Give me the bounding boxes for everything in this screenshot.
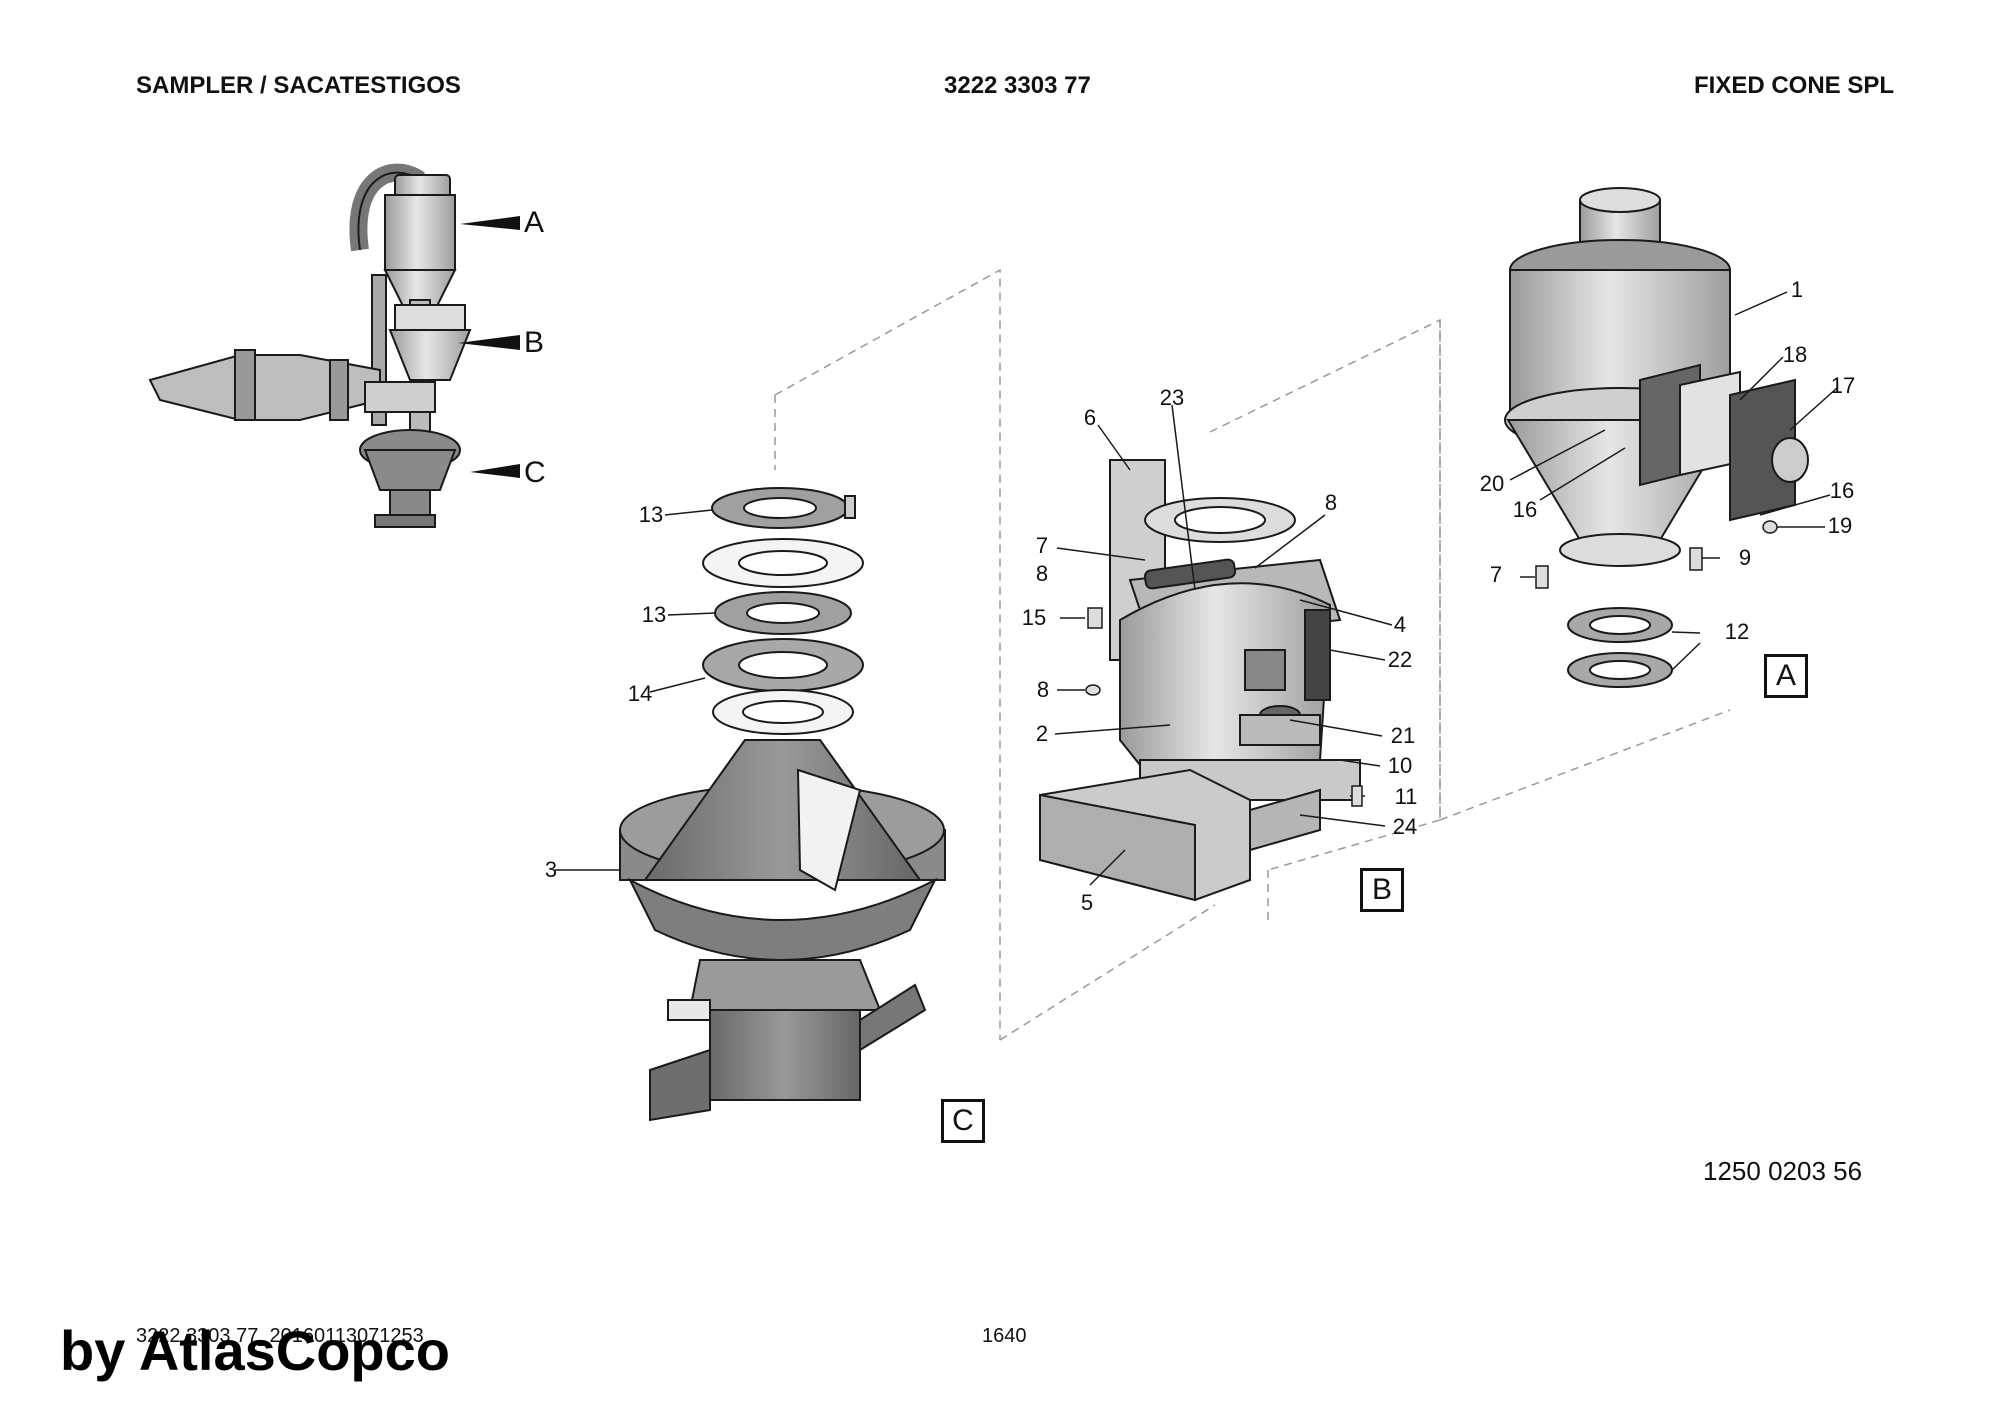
callout-b-4: 4: [1393, 612, 1407, 637]
callout-b-5: 5: [1080, 890, 1094, 915]
header-part-number: 3222 3303 77: [944, 72, 1091, 99]
view-b-dashed-frame: [1209, 318, 1441, 920]
callout-b-10: 10: [1387, 753, 1413, 778]
callout-a-1: 1: [1790, 277, 1804, 302]
callout-b-21: 21: [1390, 723, 1416, 748]
drawing-number: 1250 0203 56: [1703, 1156, 1863, 1186]
header-title-right: FIXED CONE SPL: [1694, 72, 1895, 99]
callout-a-19: 19: [1827, 513, 1853, 538]
callout-b-6: 6: [1083, 405, 1097, 430]
view-c-cone: [619, 739, 946, 1122]
callout-b-8-bottom: 8: [1036, 677, 1050, 702]
callout-b-2: 2: [1035, 721, 1049, 746]
callout-b-11: 11: [1394, 784, 1418, 809]
view-a-cyclone: [1504, 187, 1809, 688]
callout-c-14: 14: [627, 681, 653, 706]
header-title-left: SAMPLER / SACATESTIGOS: [136, 72, 461, 99]
view-label-b: B: [1360, 868, 1404, 912]
callout-c-13-mid: 13: [641, 602, 667, 627]
overview-pointer-b: [458, 335, 520, 350]
callout-b-7: 7: [1035, 533, 1049, 558]
callout-b-8-left: 8: [1035, 561, 1049, 586]
overview-pointer-c: [470, 464, 520, 478]
callout-c-13-top: 13: [638, 502, 664, 527]
footer-page-number: 1640: [982, 1325, 1027, 1347]
callout-c-3: 3: [544, 857, 558, 882]
callout-b-8-top: 8: [1324, 490, 1338, 515]
callout-a-16-right: 16: [1829, 478, 1855, 503]
view-label-a: A: [1764, 654, 1808, 698]
callout-a-12: 12: [1724, 619, 1750, 644]
footer-doc-id: 3222 3303 77_20160113071253: [136, 1325, 424, 1347]
view-label-c: C: [941, 1099, 985, 1143]
view-c-dashed-frame: [774, 268, 1216, 1041]
callout-a-20: 20: [1479, 471, 1505, 496]
callout-b-15: 15: [1021, 605, 1047, 630]
callout-b-24: 24: [1392, 814, 1418, 839]
overview-assembly: [148, 163, 472, 528]
callout-a-9: 9: [1738, 545, 1752, 570]
view-a-dashed-frame: [1439, 320, 1731, 821]
view-b-body: [1039, 459, 1361, 902]
callout-a-7: 7: [1489, 562, 1503, 587]
overview-label-b: B: [524, 326, 545, 359]
callout-a-16-left: 16: [1512, 497, 1538, 522]
callout-a-18: 18: [1782, 342, 1808, 367]
callout-a-17: 17: [1830, 373, 1856, 398]
callout-b-23: 23: [1159, 385, 1185, 410]
overview-label-c: C: [524, 456, 546, 489]
watermark: by AtlasCopco: [60, 1319, 450, 1382]
overview-label-a: A: [524, 206, 545, 239]
overview-pointer-a: [460, 216, 520, 230]
callout-b-22: 22: [1387, 647, 1413, 672]
view-c-gaskets: [702, 487, 864, 735]
